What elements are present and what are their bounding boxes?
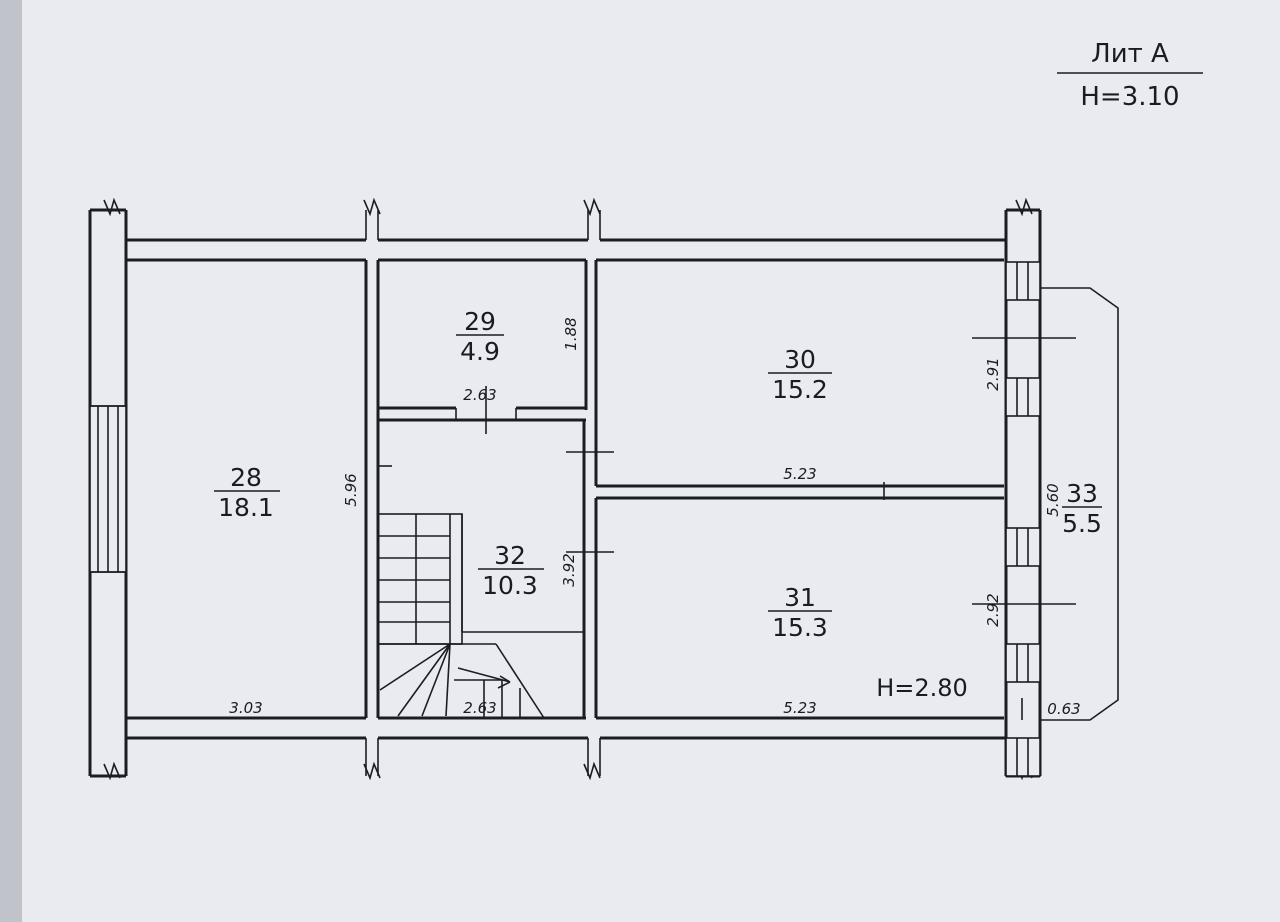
room-31-label: 31 15.3 [768, 583, 832, 642]
room-29-number: 29 [464, 307, 496, 336]
dim-063: 0.63 [1047, 700, 1080, 718]
height-label: H=3.10 [1080, 82, 1179, 112]
room-28-number: 28 [230, 463, 262, 492]
break-marks [103, 197, 1033, 781]
lit-label: Лит А [1091, 39, 1169, 69]
room-29-area: 4.9 [460, 337, 500, 366]
header-block: Лит А H=3.10 [1057, 39, 1203, 112]
room-30-number: 30 [784, 345, 816, 374]
room-31-number: 31 [784, 583, 816, 612]
room-32-area: 10.3 [482, 571, 538, 600]
windows [89, 261, 1076, 777]
room-33-number: 33 [1066, 479, 1098, 508]
room-32-number: 32 [494, 541, 526, 570]
room-33-area: 5.5 [1062, 509, 1102, 538]
dim-596: 5.96 [342, 473, 360, 506]
floor-height-label: H=2.80 [876, 674, 968, 702]
room-30-area: 15.2 [772, 375, 828, 404]
bay-outline-33 [1040, 287, 1119, 721]
room-32-label: 32 10.3 [478, 541, 544, 600]
staircase [377, 513, 584, 719]
scan-edge-shadow [0, 0, 22, 922]
dim-263-top: 2.63 [463, 386, 496, 404]
dim-291: 2.91 [984, 357, 1002, 390]
dimension-labels: 3.03 5.96 2.63 1.88 3.92 2.63 5.23 5.23 … [229, 317, 1080, 718]
dim-263-bottom: 2.63 [463, 699, 496, 717]
room-30-label: 30 15.2 [768, 345, 832, 404]
dim-303: 3.03 [229, 699, 262, 717]
room-31-area: 15.3 [772, 613, 828, 642]
room-33-label: 33 5.5 [1062, 479, 1102, 538]
dim-292: 2.92 [984, 593, 1002, 626]
dim-188: 1.88 [562, 317, 580, 350]
dim-523-mid: 5.23 [783, 465, 816, 483]
room-29-label: 29 4.9 [456, 307, 504, 366]
dim-392: 3.92 [560, 553, 578, 586]
room-28-label: 28 18.1 [214, 463, 280, 522]
room-28-area: 18.1 [218, 493, 274, 522]
dim-523-bottom: 5.23 [783, 699, 816, 717]
dim-560: 5.60 [1044, 483, 1062, 516]
